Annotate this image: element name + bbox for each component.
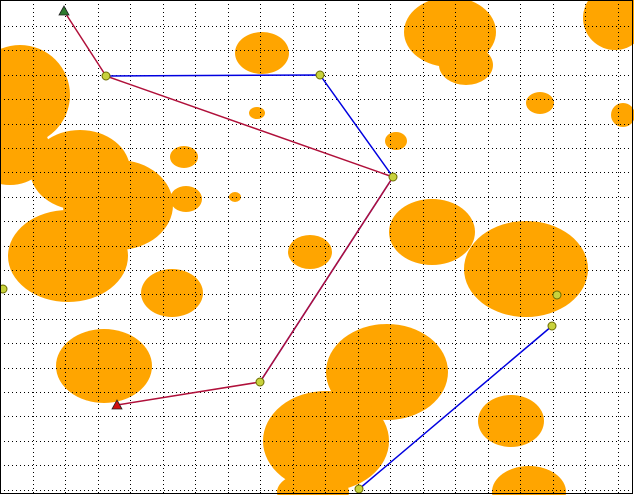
obstacle-o26 (277, 472, 349, 495)
obstacle-o4 (235, 32, 289, 74)
obstacle-o22 (326, 324, 448, 420)
obstacle-o15 (526, 92, 554, 114)
start-triangle-marker (58, 5, 70, 16)
obstacle-o16 (611, 103, 634, 127)
blue-path-2 (358, 325, 553, 490)
obstacle-o13 (229, 192, 241, 202)
obstacle-o24 (478, 395, 544, 447)
obstacle-o19 (288, 235, 332, 269)
obstacle-o25 (492, 466, 566, 495)
obstacle-o21 (56, 329, 152, 403)
node-n5 (552, 290, 562, 300)
markers-layer (58, 5, 123, 410)
obstacle-o14 (385, 132, 407, 150)
obstacle-o9 (8, 210, 128, 302)
node-n2 (315, 70, 325, 80)
obstacle-o17 (389, 199, 475, 265)
node-n3 (388, 172, 398, 182)
obstacle-o3 (583, 0, 634, 50)
node-n6 (547, 321, 557, 331)
obstacle-o18 (464, 221, 588, 317)
obstacle-o12 (249, 107, 265, 119)
goal-triangle-marker (111, 399, 123, 410)
obstacle-o10 (170, 146, 198, 168)
obstacle-o20 (141, 269, 203, 317)
node-n7 (354, 484, 364, 494)
obstacle-o11 (170, 186, 202, 212)
node-n4 (255, 377, 265, 387)
node-n8 (0, 284, 8, 294)
node-n1 (101, 71, 111, 81)
nodes-layer (0, 70, 562, 494)
